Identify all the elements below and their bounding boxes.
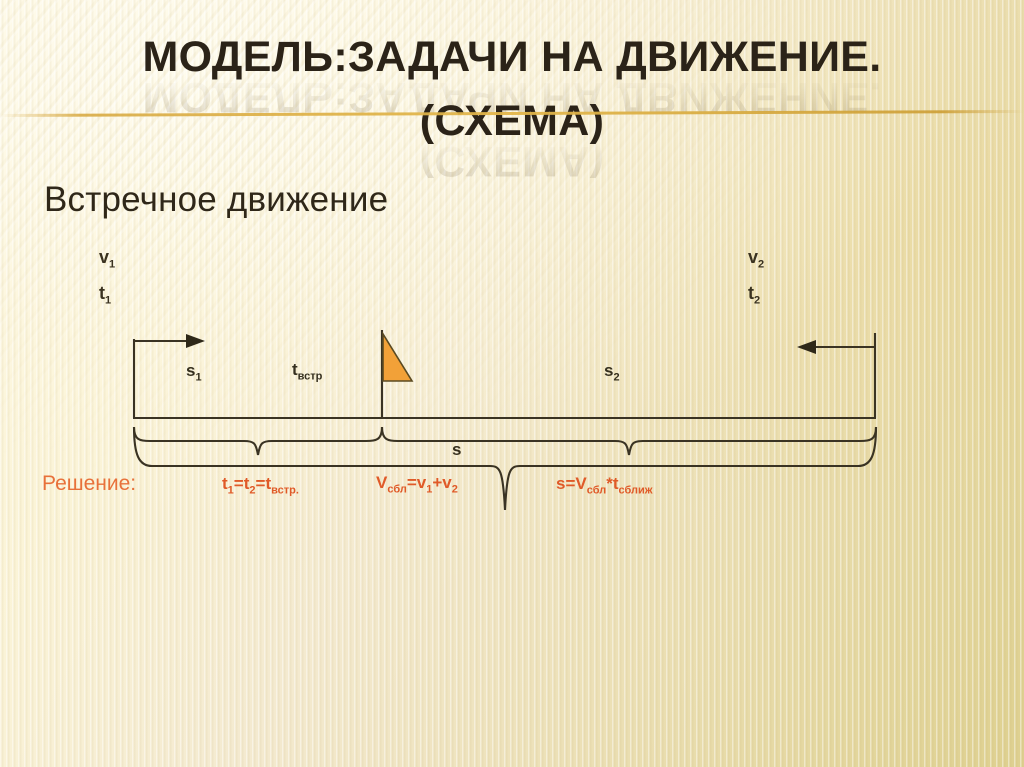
section-heading: Встречное движение [44,180,389,219]
title-line-1-group: МОДЕЛЬ:ЗАДАЧИ НА ДВИЖЕНИЕ. МОДЕЛЬ:ЗАДАЧИ… [0,33,1024,121]
formula-times-equal: t1=t2=tвстр. [222,474,299,497]
label-v2: v2 [748,247,765,271]
right-arrowhead-icon [186,334,205,348]
title-divider-rule [0,110,1024,117]
label-t1: t1 [99,283,112,307]
title-line-2-group: (СХЕМА) (СХЕМА) [0,97,1024,185]
solution-label: Решение: [42,472,137,495]
meeting-point-flag-icon [382,331,414,382]
label-v1: v1 [99,247,116,271]
page-title: МОДЕЛЬ:ЗАДАЧИ НА ДВИЖЕНИЕ. [142,33,882,81]
label-t2: t2 [748,283,761,307]
label-s-total: s [452,440,462,459]
page-subtitle-paren: (СХЕМА) [419,97,605,145]
label-s1: s1 [186,361,202,384]
formula-closing-speed: Vсбл=v1+v2 [376,473,458,496]
left-arrowhead-icon [797,340,816,354]
page-subtitle-paren-reflection: (СХЕМА) [419,137,605,185]
label-s2: s2 [604,361,620,384]
brace-s1 [132,426,384,456]
label-t-vstr: tвстр [292,360,323,383]
page-title-reflection: МОДЕЛЬ:ЗАДАЧИ НА ДВИЖЕНИЕ. [142,73,882,121]
formula-total-distance: s=Vсбл*tсближ [556,474,653,497]
brace-s-total [132,426,878,511]
